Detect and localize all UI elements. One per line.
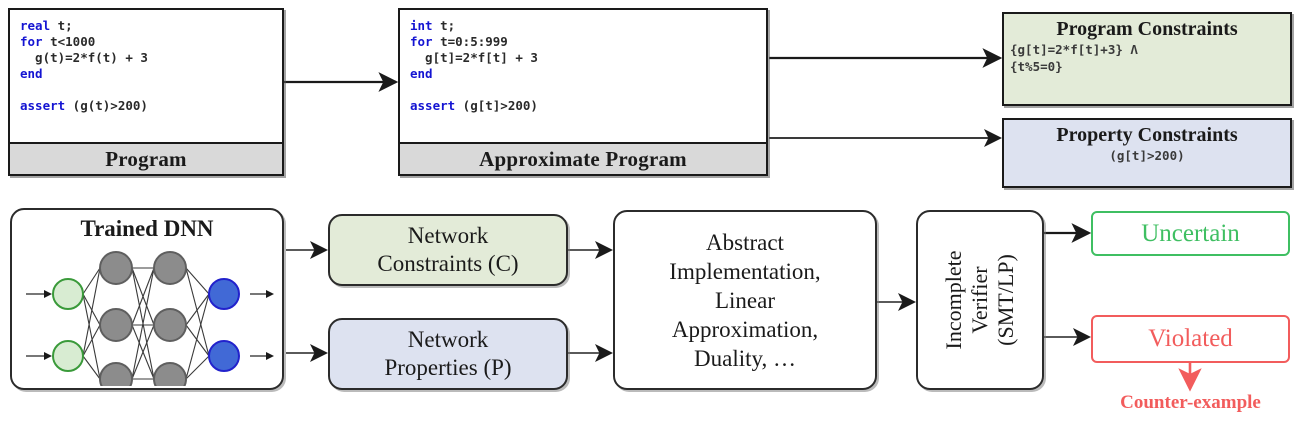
network-properties-box: Network Properties (P) [328, 318, 568, 390]
property-constraints-title: Property Constraints [1056, 124, 1238, 146]
incomplete-verifier-box: Incomplete Verifier (SMT/LP) [916, 210, 1044, 390]
dnn-network-graphic [26, 251, 274, 386]
abstract-line-2: Implementation, [669, 258, 821, 284]
approximate-program-caption: Approximate Program [400, 142, 766, 174]
verifier-line-2: Verifier [967, 266, 992, 334]
abstract-line-4: Approximation, [671, 316, 819, 342]
property-constraints-box: Property Constraints (g[t]>200) [1002, 118, 1292, 188]
network-constraints-line1: Network [407, 223, 489, 248]
network-properties-line1: Network [407, 327, 489, 352]
network-properties-line2: Properties (P) [384, 355, 512, 380]
abstract-line-3: Linear [714, 287, 775, 313]
violated-result-box: Violated [1091, 315, 1290, 363]
network-constraints-line2: Constraints (C) [377, 251, 519, 276]
incomplete-verifier-label: Incomplete Verifier (SMT/LP) [941, 251, 1019, 350]
counter-example-label: Counter-example [1120, 392, 1261, 413]
program-constraints-body: {g[t]=2*f[t]+3} Λ {t%5=0} [1010, 42, 1138, 74]
trained-dnn-box: Trained DNN [10, 208, 284, 390]
abstract-methods-box: Abstract Implementation, Linear Approxim… [613, 210, 877, 390]
program-code: real t; for t<1000 g(t)=2*f(t) + 3 end a… [20, 18, 148, 113]
property-constraints-body: (g[t]>200) [1109, 148, 1185, 163]
verifier-line-1: Incomplete [941, 250, 966, 350]
program-constraints-box: Program Constraints {g[t]=2*f[t]+3} Λ {t… [1002, 12, 1292, 106]
approximate-program-box: int t; for t=0:5:999 g[t]=2*f[t] + 3 end… [398, 8, 768, 176]
abstract-line-1: Abstract [706, 229, 784, 255]
uncertain-result-box: Uncertain [1091, 211, 1290, 256]
approximate-program-code: int t; for t=0:5:999 g[t]=2*f[t] + 3 end… [410, 18, 538, 113]
program-constraints-title: Program Constraints [1056, 18, 1238, 40]
verifier-line-3: (SMT/LP) [993, 254, 1018, 346]
abstract-line-5: Duality, … [694, 345, 796, 371]
program-box: real t; for t<1000 g(t)=2*f(t) + 3 end a… [8, 8, 284, 176]
trained-dnn-title: Trained DNN [80, 216, 214, 241]
program-caption: Program [10, 142, 282, 174]
violated-label: Violated [1148, 325, 1233, 352]
network-constraints-box: Network Constraints (C) [328, 214, 568, 286]
uncertain-label: Uncertain [1141, 219, 1240, 247]
